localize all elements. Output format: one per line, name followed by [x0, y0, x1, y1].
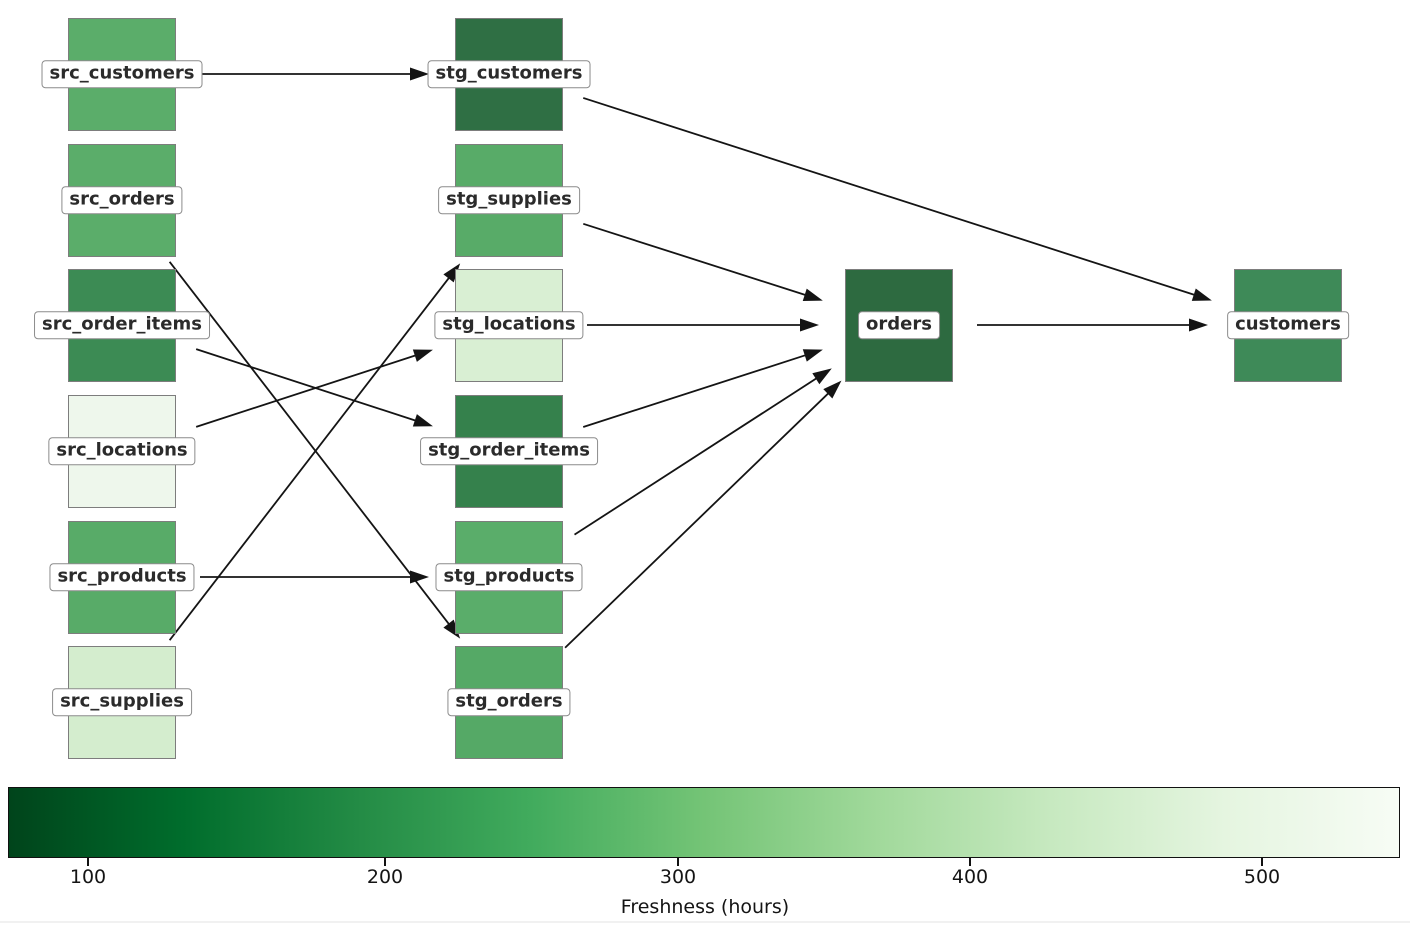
node-label-src_order_items: src_order_items	[34, 311, 210, 339]
arrowhead	[802, 349, 823, 362]
node-label-customers: customers	[1227, 311, 1349, 339]
arrowhead	[812, 368, 832, 385]
edge-src_customers-to-stg_customers	[200, 67, 429, 81]
edge-src_orders-to-stg_orders	[168, 261, 461, 639]
arrowhead	[802, 288, 823, 301]
edge-stg_order_items-to-orders	[582, 349, 823, 428]
edge-src_products-to-stg_products	[200, 570, 429, 584]
edge-stg_locations-to-orders	[587, 318, 819, 332]
arrowhead	[410, 67, 429, 81]
edge-stg_supplies-to-orders	[583, 222, 823, 301]
node-label-stg_locations: stg_locations	[434, 311, 584, 339]
colorbar-tick-100	[87, 858, 89, 866]
colorbar-axis-label: Freshness (hours)	[620, 896, 790, 918]
colorbar-tick-label-200: 200	[366, 866, 404, 888]
figure-bottom-edge	[0, 921, 1410, 923]
arrowhead	[823, 380, 842, 399]
node-label-stg_customers: stg_customers	[427, 60, 591, 88]
edge-orders-to-customers	[977, 318, 1208, 332]
colorbar-tick-200	[384, 858, 386, 866]
colorbar-tick-500	[1261, 858, 1263, 866]
edge-src_supplies-to-stg_supplies	[168, 263, 461, 641]
node-label-orders: orders	[858, 311, 940, 339]
arrowhead	[1191, 288, 1212, 301]
edge-stg_orders-to-orders	[564, 380, 842, 649]
arrowhead	[443, 263, 461, 283]
node-label-src_orders: src_orders	[61, 186, 183, 214]
node-label-src_locations: src_locations	[48, 437, 196, 465]
edge-stg_customers-to-customers	[582, 97, 1212, 301]
node-label-src_customers: src_customers	[41, 60, 203, 88]
node-label-stg_order_items: stg_order_items	[420, 437, 598, 465]
arrowhead	[443, 619, 461, 639]
node-label-src_products: src_products	[49, 563, 195, 591]
arrowhead	[800, 318, 819, 332]
colorbar-gradient	[8, 787, 1400, 858]
node-label-stg_supplies: stg_supplies	[438, 186, 580, 214]
colorbar-tick-label-500: 500	[1243, 866, 1281, 888]
arrowhead	[410, 570, 429, 584]
node-label-stg_orders: stg_orders	[447, 688, 571, 716]
edge-stg_products-to-orders	[574, 368, 832, 536]
colorbar-tick-label-100: 100	[69, 866, 107, 888]
colorbar-tick-400	[969, 858, 971, 866]
arrowhead	[412, 349, 433, 362]
colorbar-tick-label-300: 300	[659, 866, 697, 888]
node-label-src_supplies: src_supplies	[52, 688, 192, 716]
node-label-stg_products: stg_products	[435, 563, 583, 591]
edge-src_order_items-to-stg_order_items	[195, 348, 433, 427]
arrowhead	[412, 414, 433, 427]
colorbar-tick-300	[677, 858, 679, 866]
arrowhead	[1189, 318, 1208, 332]
colorbar-tick-label-400: 400	[951, 866, 989, 888]
